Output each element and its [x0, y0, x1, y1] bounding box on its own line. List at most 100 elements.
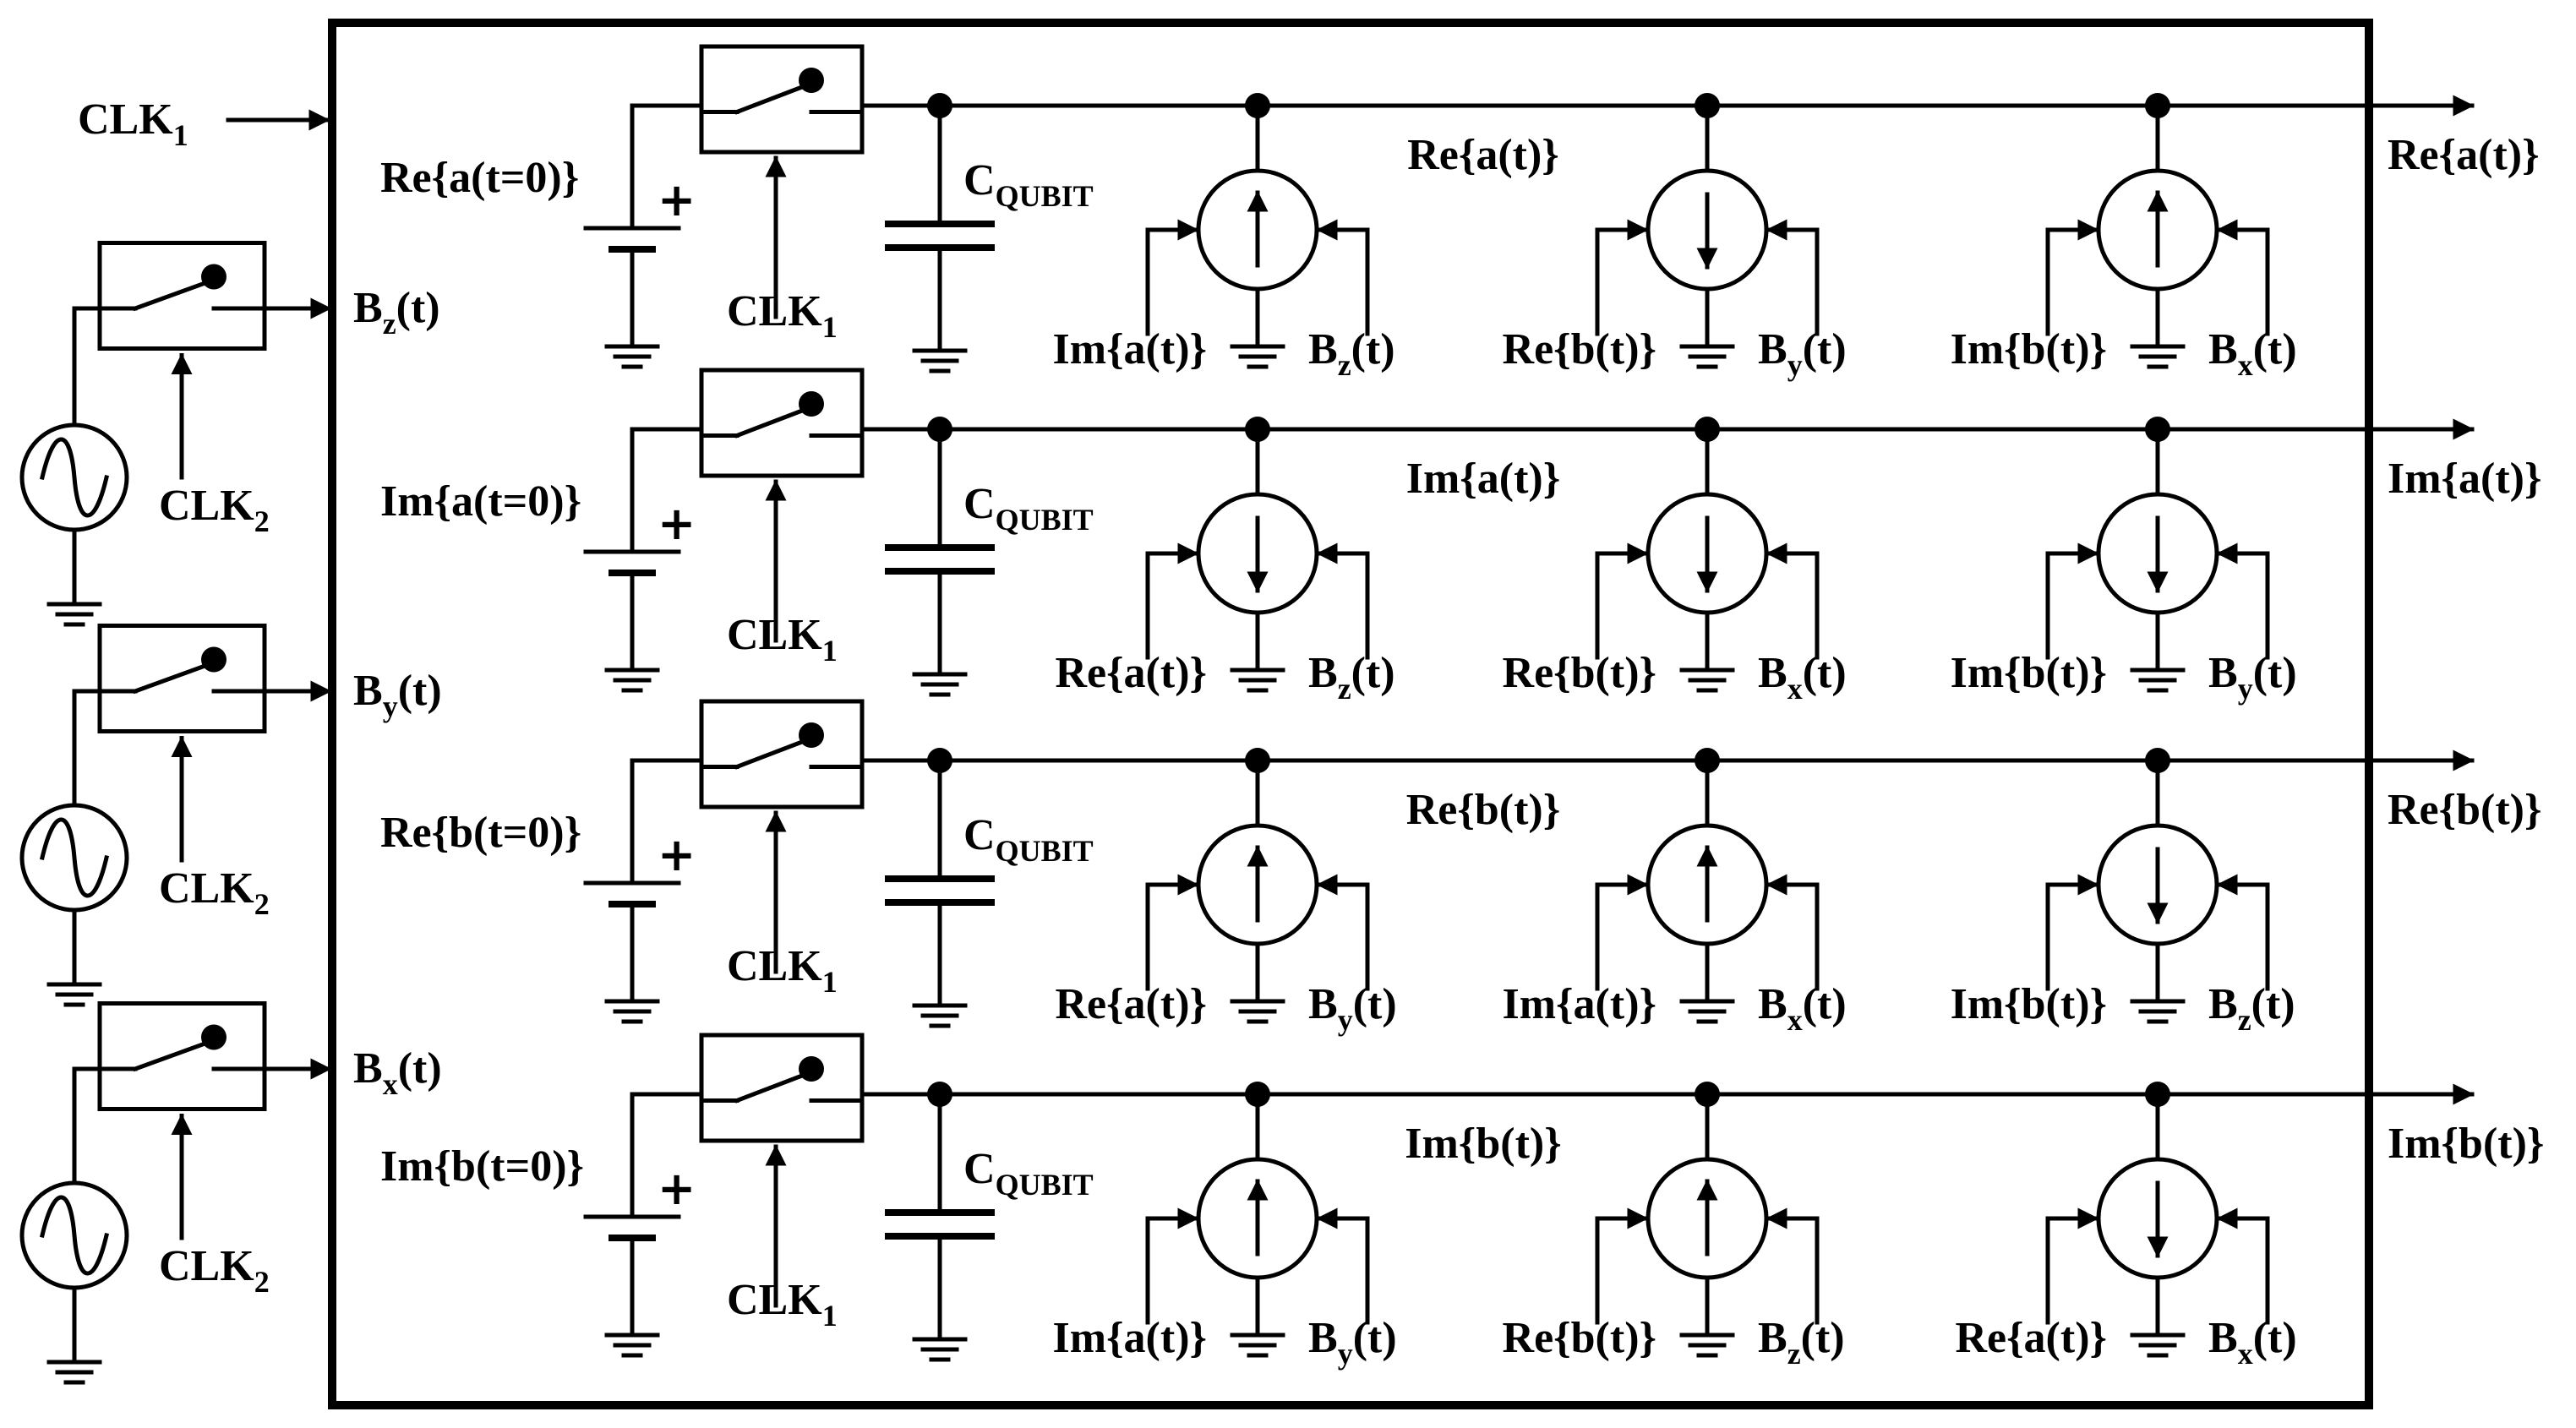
- control-right-label: Bz(t): [1308, 649, 1395, 706]
- row-clk-label: CLK1: [727, 1276, 838, 1333]
- field-label-y-subscript: y: [383, 689, 398, 723]
- ground-icon: [2130, 668, 2186, 693]
- field-label-x-tail: (t): [398, 1044, 442, 1093]
- control-right-label: By(t): [1758, 325, 1847, 382]
- row-clk-label: CLK1: [727, 611, 838, 668]
- control-left-label: Re{a(t)}: [1055, 980, 1207, 1028]
- row-switch: [699, 699, 865, 809]
- control-right-label-base: B: [2208, 649, 2238, 697]
- field-generator-x: Bx(t)CLK2: [19, 1001, 442, 1385]
- capacitor-label-base: C: [963, 156, 996, 204]
- control-right-label: By(t): [1308, 980, 1397, 1037]
- field-switch-y-box: [97, 624, 267, 733]
- control-right-label-subscript: x: [1787, 672, 1803, 706]
- field-label-z: Bz(t): [353, 284, 440, 341]
- control-right-label-base: B: [2208, 325, 2238, 373]
- qubit-row-4: Im{b(t=0)}+CLK1Im{b(t)}Im{b(t)}CQUBITIm{…: [380, 1033, 2544, 1371]
- ground-icon: [912, 1003, 968, 1028]
- field-label-x: Bx(t): [353, 1044, 442, 1101]
- node-label: Im{a(t)}: [1406, 455, 1560, 503]
- current-source-2: Re{b(t)}Bx(t): [1503, 417, 1847, 706]
- row-switch-blade: [734, 404, 815, 439]
- control-right-label-tail: (t): [1351, 325, 1395, 373]
- row-clk-label-base: CLK: [727, 287, 822, 335]
- control-right-label: By(t): [2208, 649, 2297, 706]
- control-right-label-tail: (t): [2251, 980, 2295, 1028]
- current-source-3: Im{b(t)}By(t): [1951, 417, 2297, 706]
- row-clk-label-subscript: 1: [822, 1299, 838, 1333]
- node-label: Re{b(t)}: [1406, 786, 1560, 834]
- control-right-label: Bx(t): [2208, 1314, 2297, 1371]
- control-right-label-base: B: [1758, 980, 1787, 1028]
- control-right-label-base: B: [1758, 1314, 1787, 1362]
- node-label: Re{a(t)}: [1407, 131, 1559, 179]
- ground-icon: [1230, 999, 1285, 1024]
- field-clk-label-y: CLK2: [159, 864, 270, 921]
- control-right-label-subscript: x: [2238, 348, 2253, 382]
- control-left-label: Im{b(t)}: [1951, 980, 2107, 1028]
- qubit-row-3: Re{b(t=0)}+CLK1Re{b(t)}Re{b(t)}CQUBITRe{…: [380, 699, 2541, 1037]
- control-right-label-tail: (t): [1801, 1314, 1845, 1362]
- qubit-row-2: Im{a(t=0)}+CLK1Im{a(t)}Im{a(t)}CQUBITRe{…: [380, 368, 2541, 706]
- row-clk-label-subscript: 1: [822, 310, 838, 344]
- control-right-label-base: B: [1758, 649, 1787, 697]
- capacitor-label-base: C: [963, 1145, 996, 1193]
- field-generator-y: By(t)CLK2: [19, 624, 442, 1007]
- control-right-label-tail: (t): [1353, 980, 1397, 1028]
- control-right-label: Bz(t): [2208, 980, 2295, 1037]
- row-clk-label-base: CLK: [727, 611, 822, 659]
- field-switch-x-blade: [132, 1038, 217, 1072]
- field-clk-label-y-subscript: 2: [254, 887, 270, 921]
- ground-icon: [46, 602, 102, 627]
- field-clk-label-z-subscript: 2: [254, 504, 270, 538]
- control-right-label: Bz(t): [1308, 325, 1395, 382]
- ground-icon: [912, 672, 968, 697]
- control-left-label: Im{b(t)}: [1951, 325, 2107, 373]
- control-left-label: Re{b(t)}: [1503, 649, 1656, 697]
- svg-text:CLK1: CLK1: [78, 95, 188, 152]
- capacitor-label: CQUBIT: [963, 480, 1094, 537]
- control-right-label-subscript: y: [1338, 1003, 1353, 1037]
- ground-icon: [46, 982, 102, 1007]
- field-switch-x: [97, 1001, 267, 1111]
- control-right-label-subscript: y: [2238, 672, 2253, 706]
- field-switch-z-contact: [201, 264, 226, 290]
- row-switch: [699, 1033, 865, 1143]
- capacitor-label-subscript: QUBIT: [996, 179, 1094, 213]
- battery-plus-sign: +: [658, 497, 696, 550]
- control-right-label-base: B: [2208, 980, 2238, 1028]
- field-label-y-tail: (t): [398, 667, 442, 715]
- ground-icon: [1679, 999, 1735, 1024]
- current-source-1: Im{a(t)} Bz(t): [1053, 93, 1395, 382]
- capacitor-label-subscript: QUBIT: [996, 503, 1094, 537]
- sine-wave-icon: [39, 817, 110, 898]
- emulator-block-border: [328, 19, 2373, 1409]
- control-left-label: Im{a(t)}: [1053, 325, 1207, 373]
- current-source-2: Re{b(t)}Bz(t): [1503, 1082, 1845, 1371]
- battery-plus-sign: +: [658, 828, 696, 881]
- row-clk-label-subscript: 1: [822, 965, 838, 999]
- field-switch-y: [97, 624, 267, 733]
- field-clk-label-x-subscript: 2: [254, 1265, 270, 1299]
- row-switch-contact: [799, 68, 824, 93]
- current-source-1: Re{a(t)} By(t): [1055, 748, 1397, 1037]
- current-source-1: Re{a(t)}Bz(t): [1055, 417, 1395, 706]
- clk1-input: CLK1: [78, 95, 330, 152]
- ground-icon: [2130, 999, 2186, 1024]
- control-right-label-subscript: y: [1787, 348, 1803, 382]
- field-label-x-base: B: [353, 1044, 383, 1093]
- capacitor-label-subscript: QUBIT: [996, 1168, 1094, 1202]
- control-right-label-base: B: [1758, 325, 1787, 373]
- field-switch-y-contact: [201, 646, 226, 673]
- control-right-label-tail: (t): [2253, 325, 2297, 373]
- ground-icon: [46, 1360, 102, 1385]
- ground-icon: [2130, 344, 2186, 369]
- control-left-label: Im{a(t)}: [1503, 980, 1656, 1028]
- control-right-label-subscript: z: [1338, 348, 1351, 382]
- ground-icon: [604, 1333, 660, 1358]
- control-right-label-subscript: x: [2238, 1337, 2253, 1371]
- row-clk-label: CLK1: [727, 287, 838, 344]
- control-right-label: Bx(t): [1758, 980, 1847, 1037]
